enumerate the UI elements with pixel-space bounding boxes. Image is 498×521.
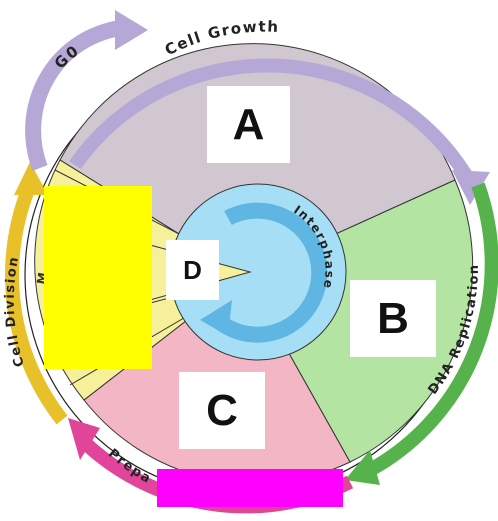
growth-arrowhead (452, 170, 490, 205)
cell-division-label: Cell Division (3, 255, 28, 369)
g0-arrowhead (115, 10, 148, 50)
magenta-cover-block (157, 469, 343, 507)
interphase-arrowhead (200, 300, 232, 336)
dna-arrow (366, 182, 498, 477)
growth-arrow (69, 58, 477, 186)
answer-box-b: B (350, 280, 436, 357)
prep-arrowhead (68, 418, 100, 460)
division-arrowhead (14, 162, 48, 195)
interphase-arrow (209, 202, 328, 343)
dna-arrowhead (345, 450, 380, 485)
answer-box-a: A (207, 86, 290, 163)
yellow-cover-block (44, 186, 152, 369)
division-arrow (5, 182, 68, 425)
answer-box-d: D (166, 240, 219, 300)
g0-loop-arrow (25, 20, 122, 171)
answer-box-c: C (179, 372, 265, 449)
